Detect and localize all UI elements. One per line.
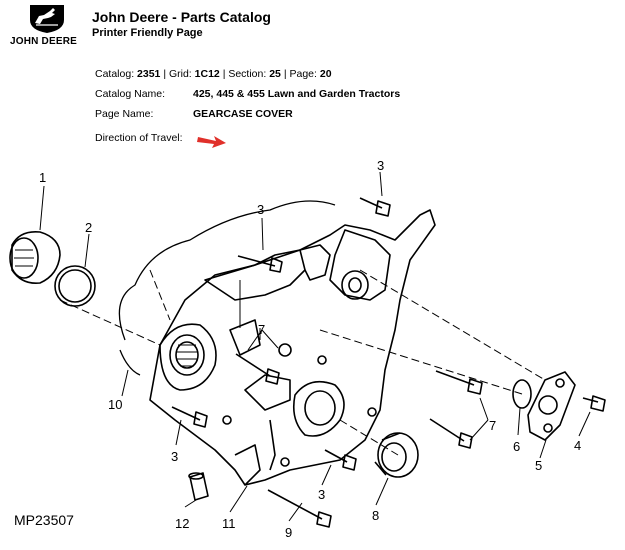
callout-12: 12 xyxy=(175,516,189,531)
page-name-label: Page Name: xyxy=(95,108,154,120)
callout-3: 3 xyxy=(318,487,325,502)
catalog-line: Catalog: 2351 | Grid: 1C12 | Section: 25… xyxy=(95,68,332,80)
callout-3: 3 xyxy=(171,449,178,464)
callout-3: 3 xyxy=(377,158,384,173)
page-value: 20 xyxy=(319,68,332,80)
section-value: 25 xyxy=(269,68,281,80)
callout-5: 5 xyxy=(535,458,542,473)
grid-label: Grid: xyxy=(168,68,192,80)
callout-2: 2 xyxy=(85,220,92,235)
callout-9: 9 xyxy=(285,525,292,540)
catalog-value: 2351 xyxy=(137,68,161,80)
callout-7: 7 xyxy=(258,322,265,337)
grid-value: 1C12 xyxy=(194,68,220,80)
callout-11: 11 xyxy=(222,516,236,531)
callout-4: 4 xyxy=(574,438,581,453)
figure-id: MP23507 xyxy=(14,512,74,528)
gearcase-cover-diagram: 1 2 3 3 7 10 3 3 7 6 5 4 3 8 9 11 12 xyxy=(9,158,606,540)
callout-8: 8 xyxy=(372,508,379,523)
section-label: Section: xyxy=(228,68,267,80)
deer-logo-icon xyxy=(30,5,64,33)
catalog-name-label: Catalog Name: xyxy=(95,88,166,100)
page-subtitle: Printer Friendly Page xyxy=(92,27,203,39)
callout-6: 6 xyxy=(513,439,520,454)
callout-10: 10 xyxy=(108,397,122,412)
john-deere-logo: JOHN DEERE xyxy=(10,2,84,52)
direction-label: Direction of Travel: xyxy=(95,132,183,144)
callout-1: 1 xyxy=(39,170,46,185)
callout-7: 7 xyxy=(489,418,496,433)
catalog-label: Catalog: xyxy=(95,68,135,80)
page-name-value: GEARCASE COVER xyxy=(193,108,293,120)
direction-arrow-icon xyxy=(197,136,226,148)
catalog-name-value: 425, 445 & 455 Lawn and Garden Tractors xyxy=(193,88,401,100)
page-label: Page: xyxy=(289,68,317,80)
brand-wordmark: JOHN DEERE xyxy=(10,36,78,47)
page-title: John Deere - Parts Catalog xyxy=(92,9,271,25)
callout-3: 3 xyxy=(257,202,264,217)
